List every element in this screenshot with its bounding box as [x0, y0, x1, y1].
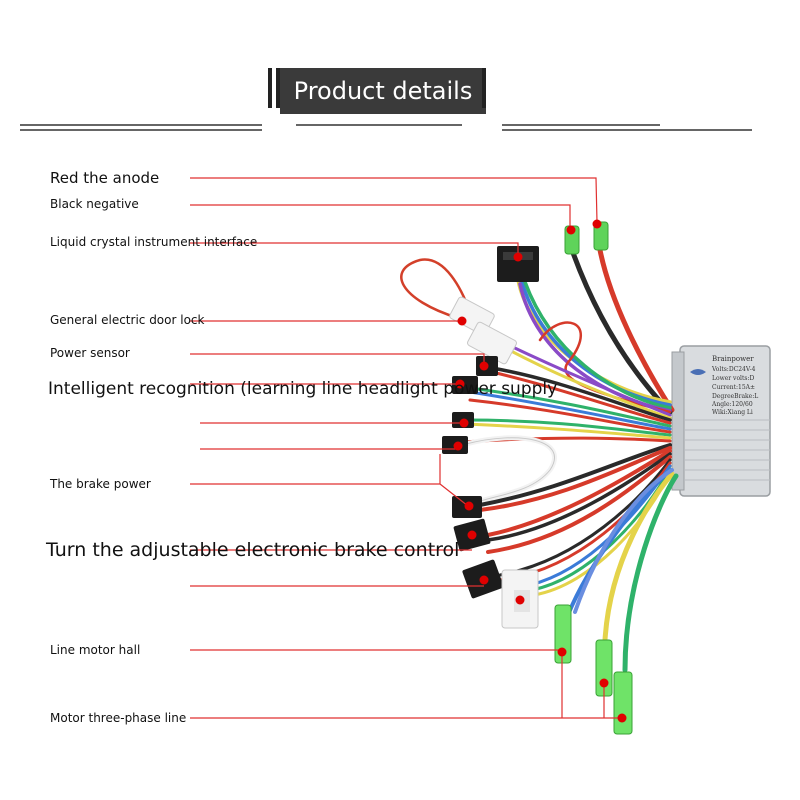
black-negative-wire [569, 247, 673, 415]
dot-lcd [513, 252, 523, 262]
leader-red-anode [190, 177, 598, 223]
leader-brake-power [190, 454, 469, 507]
dot-brake-control [467, 530, 477, 540]
title-left-bar-1 [268, 68, 272, 108]
label-black-negative: Black negative [50, 197, 139, 211]
label-red-anode: Red the anode [50, 169, 160, 187]
label-motor-three-phase: Motor three-phase line [50, 711, 187, 725]
dot-brake-control-2 [479, 575, 489, 585]
controller-label-line4: Current:15A± [712, 384, 755, 391]
hall-wire-2 [498, 461, 672, 582]
header-divider-right [502, 124, 752, 131]
headlight-wire-1 [468, 398, 672, 434]
brake-power-wire-white [463, 435, 557, 508]
power-sensor-wire [490, 366, 672, 422]
dot-brake-power [464, 501, 474, 511]
lcd-wire-2 [520, 280, 672, 407]
dot-phase-2 [617, 713, 627, 723]
dot-negative [566, 225, 576, 235]
brake-wire-black [478, 443, 672, 507]
label-door-lock: General electric door lock [50, 313, 205, 327]
headlight-wire-3 [464, 422, 672, 440]
brake-control-wire-1 [486, 449, 672, 537]
controller-label-line3: Lower volts:D [712, 375, 754, 382]
brake-wire-red [478, 446, 672, 512]
controller-label-line2: Volts:DC24V-4 [711, 366, 756, 373]
door-lock-wire-a [496, 338, 672, 417]
marker-dots [453, 219, 627, 723]
dot-hall-connector [515, 595, 525, 605]
title-right-bar [482, 68, 486, 108]
dot-door-lock [457, 316, 467, 326]
leader-power-sensor [190, 353, 485, 366]
brand-logo-icon [690, 369, 706, 375]
title-left-bar-2 [276, 68, 280, 108]
brake-power-wire-outline [465, 437, 555, 506]
hall-wire-1 [498, 458, 672, 577]
motor-phase-blue [573, 468, 674, 614]
green-terminal-hall [554, 604, 572, 664]
headlight-wire-2 [464, 418, 672, 437]
lcd-wire-3 [523, 280, 672, 410]
label-brake-control: Turn the adjustable electronic brake con… [46, 539, 460, 561]
leader-black-negative [190, 204, 571, 228]
dot-motor-hall [557, 647, 567, 657]
dot-headlight [459, 418, 469, 428]
controller-label-line1: Brainpower [712, 355, 754, 363]
red-anode-wire [597, 247, 675, 413]
learn-wire-2 [468, 390, 672, 431]
label-power-sensor: Power sensor [50, 346, 130, 360]
dot-anode [592, 219, 602, 229]
green-terminal-phase-2 [613, 671, 633, 735]
controller-label-line5: DegreeBrake:L [712, 393, 758, 400]
sensor-wire-red [490, 370, 672, 425]
controller-label-line7: Wiki:Xiang Li [712, 409, 753, 416]
motor-phase-yellow [602, 471, 675, 643]
brake-control-wire-2 [486, 452, 672, 542]
page-title: Product details [280, 68, 486, 114]
controller-label-line6: Angle:120/60 [711, 401, 753, 408]
label-intelligent-recognition: Intelligent recognition (learning line h… [48, 379, 558, 399]
label-motor-hall: Line motor hall [50, 643, 141, 657]
controller-box: Brainpower Volts:DC24V-4 Lower volts:D C… [671, 345, 771, 497]
leader-motor-phase [190, 655, 622, 719]
dot-brake-upper [453, 441, 463, 451]
wire-bundle [400, 247, 679, 673]
dot-phase-1 [599, 678, 609, 688]
label-lcd-interface: Liquid crystal instrument interface [50, 235, 258, 249]
label-brake-power: The brake power [50, 477, 151, 491]
dot-learn [455, 379, 465, 389]
door-lock-loop-wire [400, 258, 472, 320]
dot-power-sensor [479, 361, 489, 371]
learn-wire-1 [468, 386, 672, 428]
door-lock-wire-b [496, 342, 672, 420]
door-lock-connector [449, 296, 517, 365]
header-divider-left [20, 124, 262, 131]
motor-phase-green [622, 473, 679, 673]
brake-control-wire-3 [486, 455, 672, 554]
